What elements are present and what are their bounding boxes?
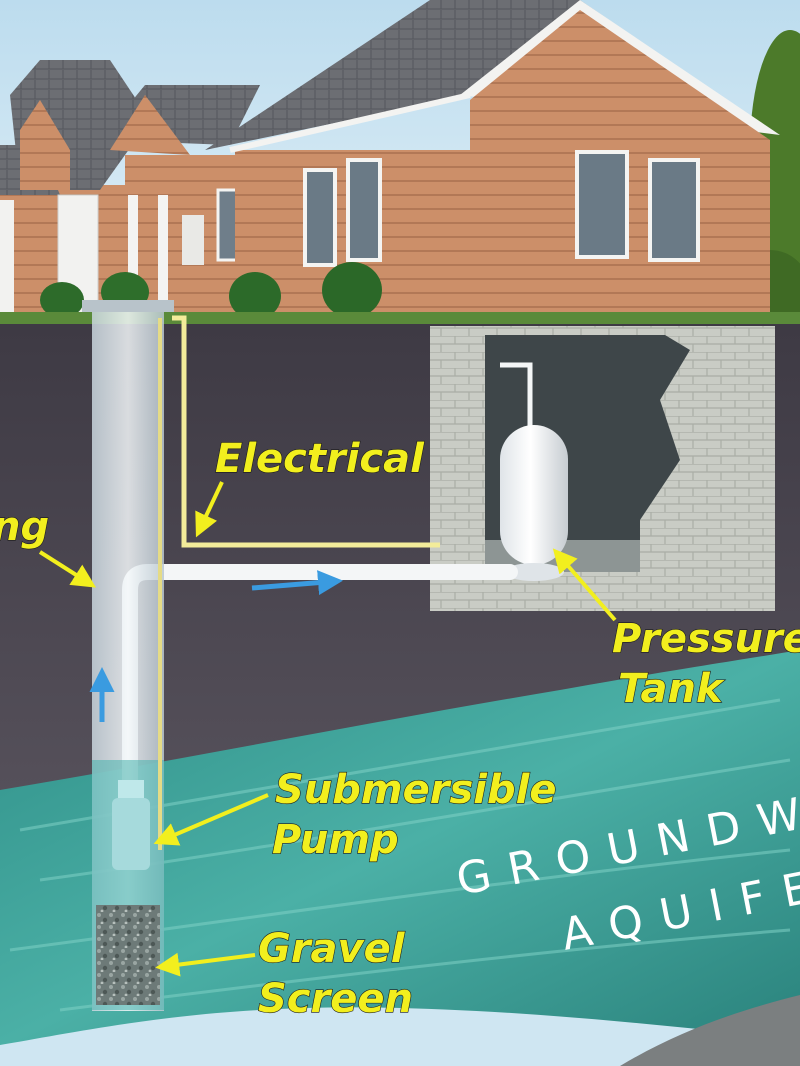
flow-arrow-right xyxy=(251,570,343,596)
gravel-screen xyxy=(96,905,160,1005)
electrical-label: Electrical xyxy=(215,436,425,482)
pressure-label-line1: Pressure xyxy=(612,616,800,662)
pressure-tank-pointer xyxy=(552,548,617,622)
bedrock xyxy=(620,995,800,1066)
gravel-label-line2: Screen xyxy=(258,976,413,1022)
pressure-label-line2: Tank xyxy=(618,666,725,712)
gravel-pointer xyxy=(155,952,256,977)
submersible-pump xyxy=(112,780,150,870)
garage-door xyxy=(0,200,14,315)
pump-pointer xyxy=(153,793,269,846)
shrub xyxy=(322,262,382,318)
electrical-line xyxy=(172,315,440,548)
basement xyxy=(430,326,775,611)
casing-label: ng xyxy=(0,504,49,550)
pump-label-line1: Submersible xyxy=(275,767,556,813)
pump-label-line2: Pump xyxy=(272,817,399,863)
grass xyxy=(0,312,800,326)
pointer-arrows xyxy=(38,481,617,977)
electrical-pointer xyxy=(195,481,224,538)
house xyxy=(0,0,780,330)
gravel-label-line1: Gravel xyxy=(258,926,406,972)
shrub xyxy=(229,272,281,320)
well-casing xyxy=(82,300,174,1011)
window xyxy=(303,168,337,267)
window xyxy=(346,158,382,262)
casing-pointer xyxy=(38,550,97,588)
shrub xyxy=(40,282,84,318)
pressure-tank xyxy=(500,362,568,581)
window xyxy=(575,150,629,259)
window xyxy=(648,158,700,262)
